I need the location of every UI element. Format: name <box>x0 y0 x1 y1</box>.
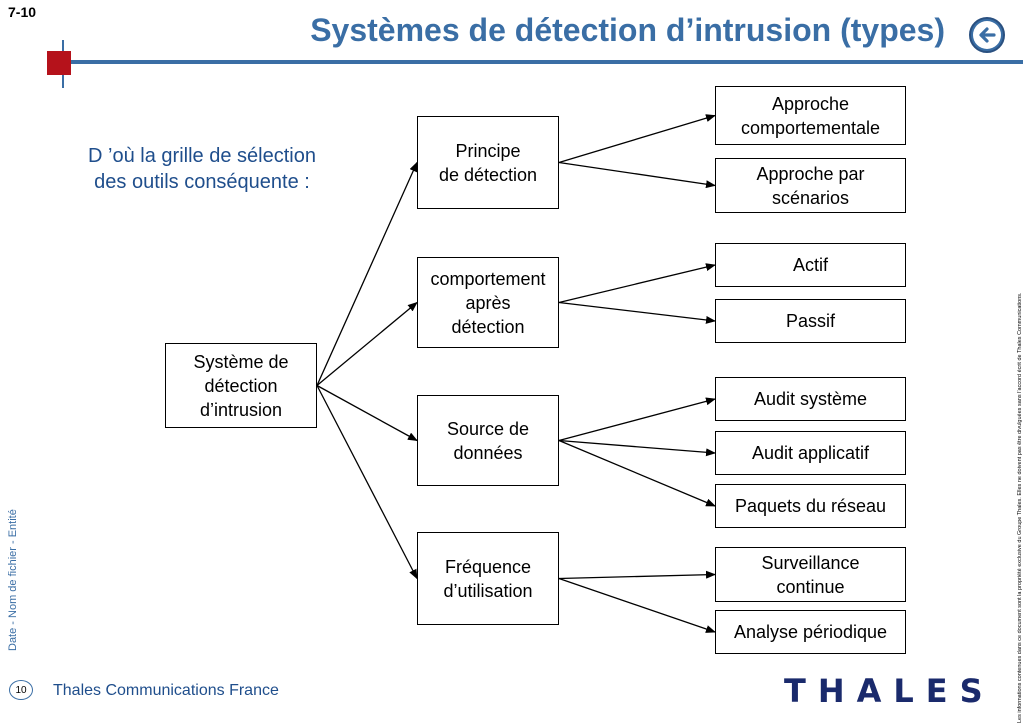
connector-category-to-leaf <box>558 439 716 457</box>
connector-category-to-leaf <box>558 570 716 580</box>
connector-category-to-leaf <box>558 397 716 442</box>
connector-root-to-category <box>316 385 418 580</box>
leaf-node: Audit système <box>715 377 906 421</box>
leaf-node: Surveillance continue <box>715 547 906 602</box>
root-node: Système de détection d’intrusion <box>165 343 317 428</box>
leaf-node: Audit applicatif <box>715 431 906 475</box>
connector-category-to-leaf <box>558 161 716 189</box>
leaf-node: Approche comportementale <box>715 86 906 145</box>
category-node-comportement: comportement après détection <box>417 257 559 348</box>
confidentiality-notice: Les informations contenues dans ce docum… <box>1017 292 1023 723</box>
back-button[interactable] <box>969 17 1005 53</box>
category-node-frequence: Fréquence d’utilisation <box>417 532 559 625</box>
connector-category-to-leaf <box>558 577 716 633</box>
page-title: Systèmes de détection d’intrusion (types… <box>310 12 945 48</box>
leaf-node: Approche par scénarios <box>715 158 906 213</box>
page-number-badge: 10 <box>9 680 33 700</box>
connector-category-to-leaf <box>558 301 716 324</box>
leaf-node: Passif <box>715 299 906 343</box>
slide-number: 7-10 <box>8 4 37 20</box>
intro-text: D ’où la grille de sélection des outils … <box>88 145 316 193</box>
red-marker <box>47 51 71 75</box>
connector-category-to-leaf <box>558 439 716 507</box>
diagram-connectors <box>316 114 716 633</box>
leaf-node: Analyse périodique <box>715 610 906 654</box>
connector-root-to-category <box>316 301 418 387</box>
footer-company: Thales Communications France <box>53 682 279 699</box>
connector-category-to-leaf <box>558 114 716 164</box>
category-node-source: Source de données <box>417 395 559 486</box>
back-arrow-icon <box>973 21 1001 49</box>
leaf-node: Paquets du réseau <box>715 484 906 528</box>
connector-root-to-category <box>316 384 418 442</box>
connector-root-to-category <box>316 161 418 386</box>
sidebar-left-text: Date - Nom de fichier - Entité <box>7 509 19 651</box>
thales-logo: THALES <box>784 672 995 710</box>
connector-category-to-leaf <box>558 263 716 304</box>
category-node-principe: Principe de détection <box>417 116 559 209</box>
leaf-node: Actif <box>715 243 906 287</box>
title-rule <box>47 60 1023 64</box>
